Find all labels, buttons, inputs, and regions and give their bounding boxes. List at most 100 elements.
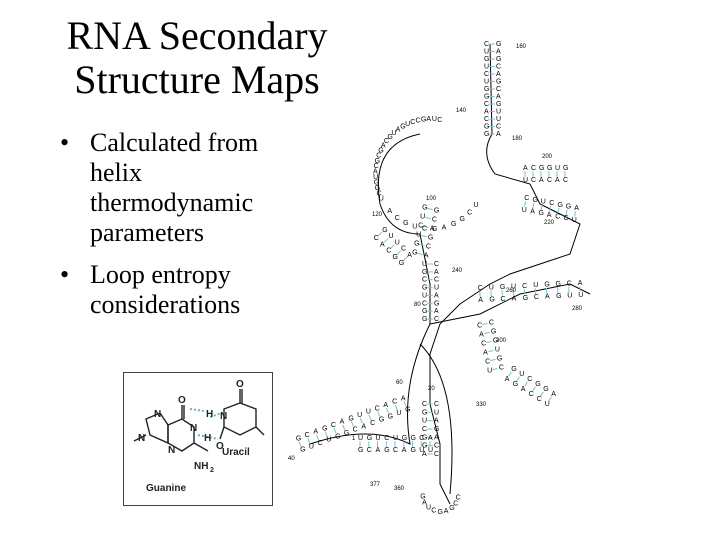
nucleotide: A (430, 225, 435, 232)
nucleotide: U (522, 207, 527, 214)
nucleotide: A (539, 177, 544, 184)
nucleotide: G (422, 308, 427, 315)
nucleotide: G (543, 386, 548, 393)
nucleotide: A (387, 208, 392, 215)
nucleotide: C (467, 210, 472, 217)
nucleotide: U (572, 217, 577, 224)
nucleotide: A (547, 212, 552, 219)
nucleotide: G (420, 494, 425, 501)
nucleotide: U (519, 371, 524, 378)
nucleotide: C (549, 200, 554, 207)
bullet-line: thermodynamic (90, 188, 254, 217)
nucleotide: G (387, 134, 392, 141)
base-pair-line (508, 371, 512, 377)
nucleotide: C (422, 426, 427, 433)
nucleotide: A (555, 177, 560, 184)
nucleotide: C (567, 281, 572, 288)
base-pair-line (484, 331, 490, 335)
nucleotide: U (484, 49, 489, 56)
nucleotide: A (361, 423, 366, 430)
nucleotide: G (384, 447, 389, 454)
nucleotide: C (489, 320, 494, 327)
bullet-item: Calculated from helix thermodynamic para… (60, 128, 330, 248)
base-pair-line (524, 381, 528, 387)
nucleotide: C (484, 116, 489, 123)
nucleotide: C (375, 405, 380, 412)
nucleotide: G (484, 131, 489, 138)
nucleotide: A (401, 395, 406, 402)
nucleotide: G (422, 269, 427, 276)
nucleotide: G (399, 260, 404, 267)
nucleotide: C (522, 283, 527, 290)
nucleotide: G (432, 226, 437, 233)
nucleotide: G (335, 433, 340, 440)
nucleotide: A (428, 435, 433, 442)
hydrogen-bonds (189, 408, 223, 440)
nucleotide: U (422, 261, 427, 268)
base-pair-line (386, 407, 389, 414)
nucleotide: G (493, 338, 498, 345)
nucleotide: G (523, 295, 528, 302)
nucleotide: G (348, 415, 353, 422)
nucleotide: U (357, 412, 362, 419)
nucleotide: A (426, 116, 431, 123)
position-number: 180 (512, 136, 523, 142)
nucleotide: G (434, 300, 439, 307)
base-pair-line (524, 201, 526, 207)
position-number: 100 (426, 196, 437, 202)
nucleotide: C (393, 447, 398, 454)
nucleotide: G (374, 180, 379, 187)
position-number: 200 (542, 154, 553, 160)
nucleotide: A (505, 376, 510, 383)
nucleotide: C (374, 235, 379, 242)
base-pair-line (532, 386, 536, 392)
nucleotide: G (535, 381, 540, 388)
nucleotide: C (496, 64, 501, 71)
position-number: 120 (372, 212, 383, 218)
nucleotide: A (496, 94, 501, 101)
nucleotide: A (512, 295, 517, 302)
base-pair-line (488, 349, 494, 353)
nucleotide: G (460, 216, 465, 223)
nucleotide: C (529, 391, 534, 398)
nucleotide: G (422, 443, 427, 450)
nucleotide: C (537, 396, 542, 403)
nucleotide: G (375, 185, 380, 192)
nucleotide: A (484, 109, 489, 116)
nucleotide: G (566, 203, 571, 210)
nucleotide: C (496, 86, 501, 93)
bullet-line: Loop entropy (90, 260, 231, 289)
atom-h-top: H (206, 409, 213, 420)
uracil-bonds (219, 389, 265, 440)
nucleotide: C (484, 41, 489, 48)
base-pairs (298, 43, 581, 455)
nucleotide: G (513, 381, 518, 388)
nucleotide: A (574, 205, 579, 212)
nucleotide: U (484, 64, 489, 71)
nucleotide: G (539, 165, 544, 172)
position-number: 20 (428, 386, 435, 392)
slide-title: RNA Secondary Structure Maps (22, 14, 372, 102)
nucleotide: G (497, 356, 502, 363)
nucleotide: C (481, 340, 486, 347)
nucleotide: G (402, 435, 407, 442)
nucleotide: G (511, 366, 516, 373)
nucleotide: A (422, 451, 427, 458)
position-number: 240 (452, 268, 463, 274)
nucleotide: G (422, 409, 427, 416)
nucleotide: C (437, 117, 442, 124)
atom-nh2-subscript: 2 (210, 467, 214, 474)
base-pair-line (540, 204, 543, 211)
base-pair-line (540, 391, 544, 397)
nucleotide: A (478, 297, 483, 304)
nucleotide: A (313, 429, 318, 436)
nucleotide: C (496, 124, 501, 131)
nucleotide: G (422, 285, 427, 292)
base-pair-line (402, 256, 408, 262)
position-number: 260 (506, 288, 517, 294)
nucleotide: C (422, 401, 427, 408)
nucleotide: U (309, 443, 314, 450)
nucleotide: C (422, 300, 427, 307)
nucleotide: A (496, 71, 501, 78)
nucleotide: U (391, 130, 396, 137)
